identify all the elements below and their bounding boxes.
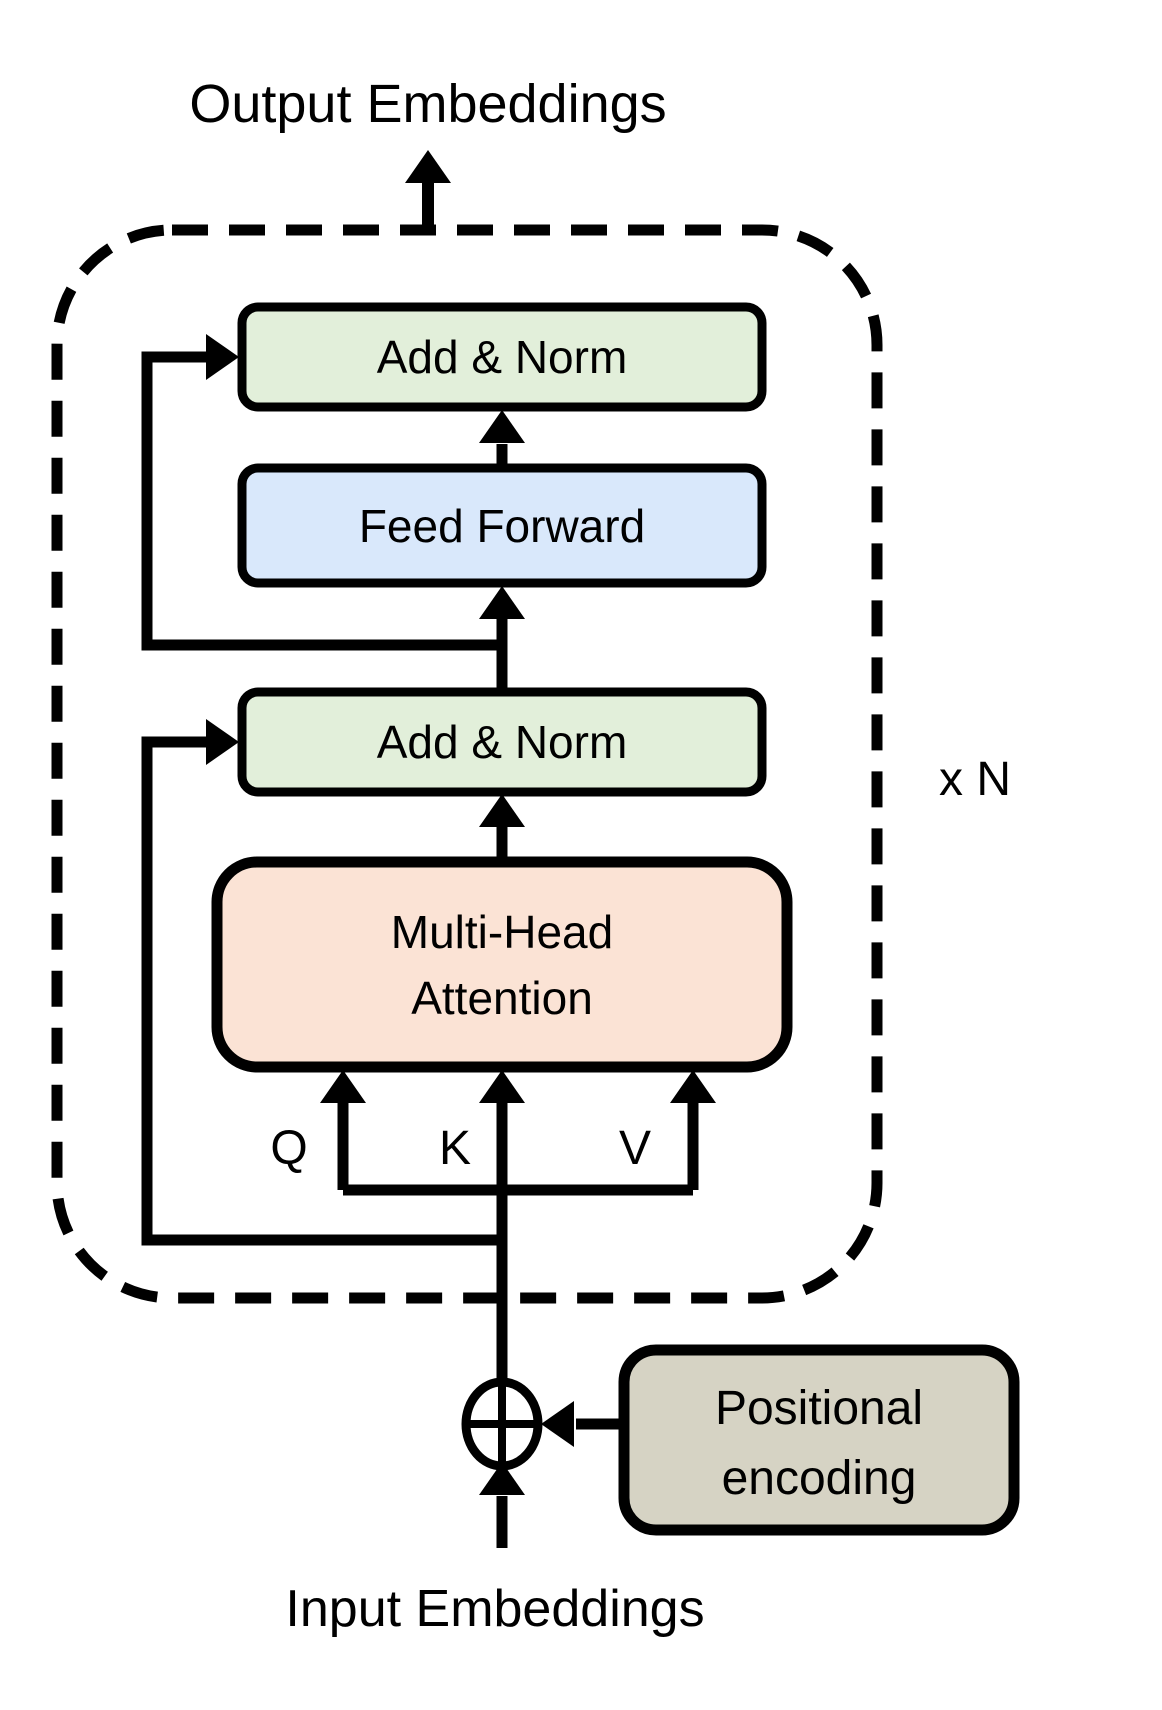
positional-encoding-label-line1: Positional [715, 1382, 923, 1435]
multi-head-attention-label-line2: Attention [411, 972, 593, 1024]
input-embeddings-label: Input Embeddings [285, 1580, 704, 1638]
residual-path-bottom [141, 719, 502, 1246]
output-arrow-head [405, 150, 451, 183]
residual-arrow-bottom-head [206, 719, 239, 765]
add-norm-bottom: Add & Norm [237, 687, 767, 797]
input-arrow-head [479, 1462, 525, 1495]
repeat-count-label: x N [939, 753, 1011, 806]
add-symbol [461, 1377, 543, 1471]
feed-forward-box [237, 463, 767, 588]
arrow-ff-to-addnorm [479, 410, 525, 466]
multi-head-attention-box [211, 856, 793, 1073]
add-norm-bottom-label: Add & Norm [377, 716, 628, 768]
input-arrow [479, 1462, 525, 1548]
positional-encoding-arrow [541, 1401, 624, 1447]
residual-path-bottom-line [141, 736, 502, 1246]
arrow-addnorm2-to-ff [479, 586, 525, 694]
positional-encoding-box [618, 1344, 1020, 1536]
q-arrow-head [320, 1070, 366, 1103]
v-arrow-head [670, 1070, 716, 1103]
multi-head-attention-label-line1: Multi-Head [391, 906, 613, 958]
k-label: K [439, 1122, 471, 1175]
positional-encoding-label-line2: encoding [722, 1452, 917, 1505]
output-embeddings-label: Output Embeddings [189, 74, 666, 134]
add-norm-bottom-box [237, 687, 767, 797]
v-label: V [619, 1122, 651, 1175]
feed-forward: Feed Forward [237, 463, 767, 588]
residual-arrow-top-head [206, 334, 239, 380]
k-arrow-head [479, 1070, 525, 1103]
positional-encoding: Positional encoding [618, 1344, 1020, 1536]
qkv-branch: Q K V [270, 1070, 716, 1196]
q-label: Q [270, 1122, 307, 1175]
arrow-addnorm2-to-ff-head [479, 586, 525, 619]
add-norm-top: Add & Norm [237, 302, 767, 412]
encoder-block-boundary [51, 224, 883, 1304]
positional-encoding-arrow-head [541, 1401, 574, 1447]
arrow-mha-to-addnorm-head [479, 794, 525, 827]
arrow-ff-to-addnorm-head [479, 410, 525, 443]
feed-forward-label: Feed Forward [359, 500, 645, 552]
add-norm-top-box [237, 302, 767, 412]
residual-path-top-line [141, 351, 502, 651]
residual-path-top [141, 334, 502, 651]
multi-head-attention: Multi-Head Attention [211, 856, 793, 1073]
add-norm-top-label: Add & Norm [377, 331, 628, 383]
output-arrow [405, 150, 451, 230]
